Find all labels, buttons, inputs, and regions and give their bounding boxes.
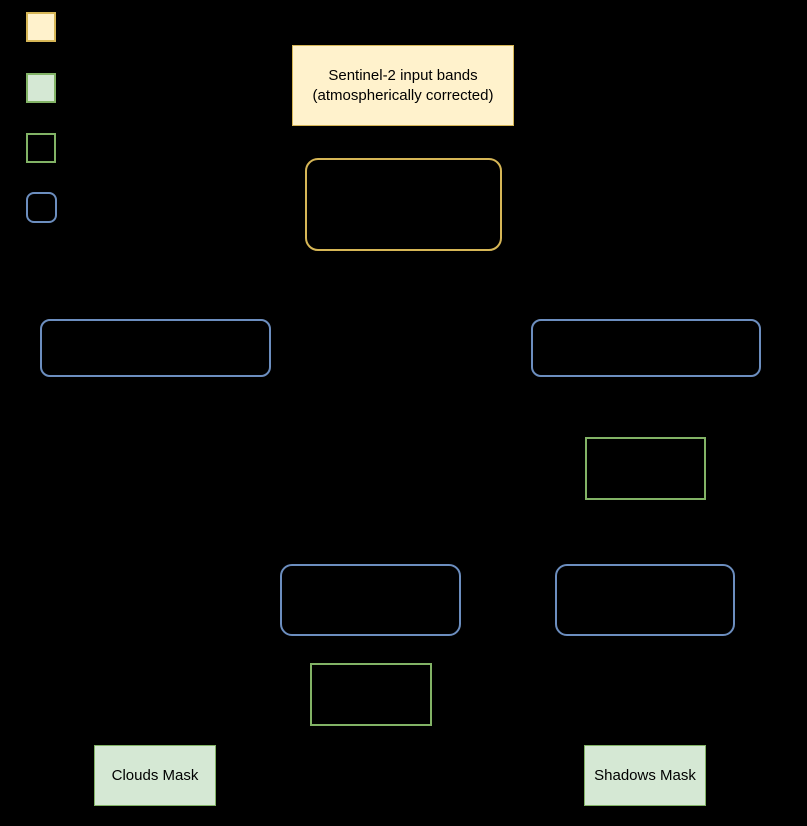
node-sentinel2-input-bands: Sentinel-2 input bands (atmospherically … (292, 45, 514, 126)
node-shadows-mask: Shadows Mask (584, 745, 706, 806)
legend-green-filled-swatch-icon (26, 73, 56, 103)
node-process-left (40, 319, 271, 377)
legend-yellow-filled-swatch-icon (26, 12, 56, 42)
node-box-right-green (585, 437, 706, 500)
node-process-mid-right (555, 564, 735, 636)
node-box-mid-green (310, 663, 432, 726)
node-process-right (531, 319, 761, 377)
node-process-mid-left (280, 564, 461, 636)
node-clouds-mask-label: Clouds Mask (111, 766, 199, 784)
node-sentinel2-input-bands-label: Sentinel-2 input bands (atmospherically … (312, 67, 494, 104)
legend-green-outlined-swatch-icon (26, 133, 56, 163)
legend-blue-outlined-swatch-icon (26, 192, 57, 223)
node-shadows-mask-label: Shadows Mask (594, 766, 696, 784)
node-clouds-mask: Clouds Mask (94, 745, 216, 806)
node-process-top (305, 158, 502, 251)
